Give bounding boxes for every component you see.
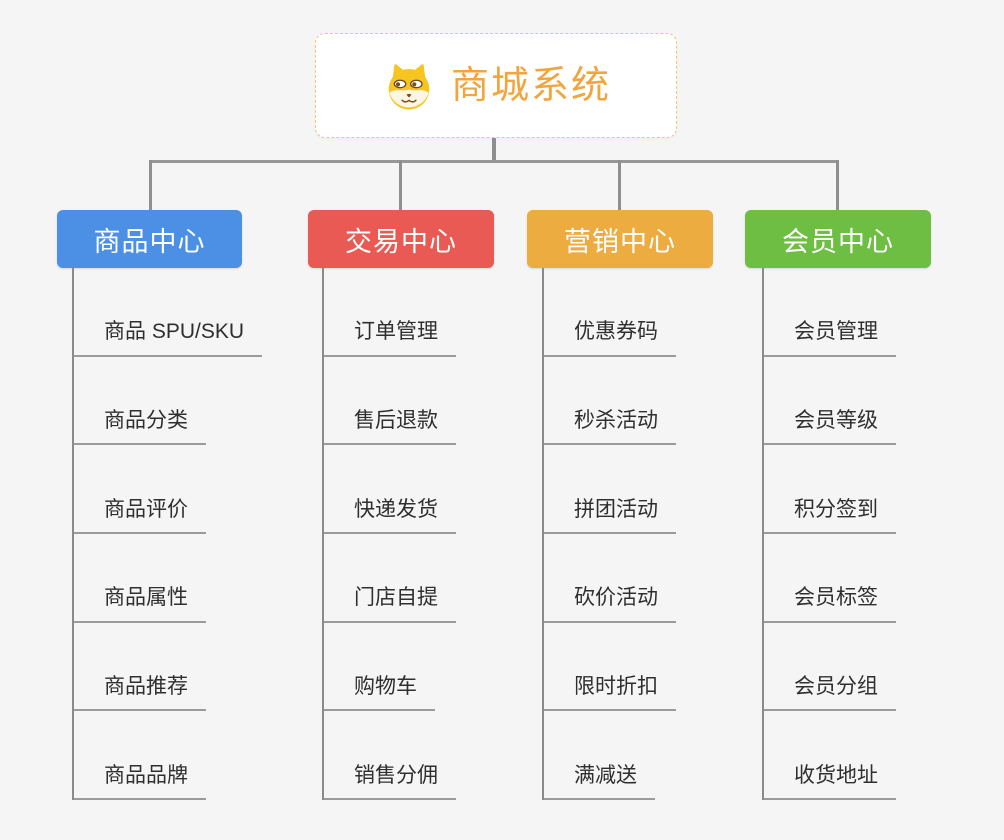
root-node-mall-system[interactable]: 商城系统 <box>315 33 677 138</box>
branch-trunk-member: 会员管理 会员等级 积分签到 会员标签 会员分组 收货地址 <box>762 268 1004 800</box>
leaf-node[interactable]: 售后退款 <box>324 408 456 446</box>
leaf-node[interactable]: 快递发货 <box>324 497 456 534</box>
leaf-node[interactable]: 门店自提 <box>324 585 456 623</box>
leaf-node[interactable]: 优惠券码 <box>544 319 676 357</box>
leaf-node[interactable]: 销售分佣 <box>324 763 456 800</box>
branch-trunk-marketing: 优惠券码 秒杀活动 拼团活动 砍价活动 限时折扣 满减送 <box>542 268 804 800</box>
leaf-node[interactable]: 会员标签 <box>764 585 896 623</box>
branch-label: 营销中心 <box>564 226 676 257</box>
connector-drop <box>399 160 402 210</box>
branch-label: 商品中心 <box>93 226 206 257</box>
leaf-node[interactable]: 商品属性 <box>74 585 206 623</box>
leaf-node[interactable]: 商品推荐 <box>74 674 206 712</box>
connector-bus <box>149 160 839 163</box>
shiba-dog-icon <box>388 63 430 110</box>
branch-node-marketing-center[interactable]: 营销中心 <box>527 210 713 268</box>
leaf-node[interactable]: 砍价活动 <box>544 585 676 623</box>
branch-trunk-trade: 订单管理 售后退款 快递发货 门店自提 购物车 销售分佣 <box>322 268 584 800</box>
leaf-node[interactable]: 会员分组 <box>764 674 896 712</box>
branch-node-member-center[interactable]: 会员中心 <box>745 210 931 268</box>
branch-label: 会员中心 <box>782 226 894 257</box>
branch-node-product-center[interactable]: 商品中心 <box>57 210 242 268</box>
connector-stem <box>492 138 496 162</box>
leaf-node[interactable]: 积分签到 <box>764 497 896 534</box>
leaf-node[interactable]: 订单管理 <box>324 319 456 357</box>
leaf-node[interactable]: 收货地址 <box>764 763 896 800</box>
leaf-node[interactable]: 商品评价 <box>74 497 206 534</box>
leaf-node[interactable]: 商品 SPU/SKU <box>74 319 263 357</box>
root-title: 商城系统 <box>450 64 611 107</box>
leaf-node[interactable]: 商品分类 <box>74 408 206 446</box>
branch-node-trade-center[interactable]: 交易中心 <box>308 210 494 268</box>
leaf-node[interactable]: 拼团活动 <box>544 497 676 534</box>
leaf-node[interactable]: 满减送 <box>544 763 655 800</box>
connector-drop <box>618 160 621 210</box>
leaf-node[interactable]: 限时折扣 <box>544 674 676 712</box>
leaf-node[interactable]: 会员管理 <box>764 319 896 357</box>
leaf-node[interactable]: 会员等级 <box>764 408 896 446</box>
branch-trunk-product: 商品 SPU/SKU 商品分类 商品评价 商品属性 商品推荐 商品品牌 <box>72 268 334 800</box>
leaf-node[interactable]: 秒杀活动 <box>544 408 676 446</box>
leaf-node[interactable]: 购物车 <box>324 674 435 712</box>
branch-label: 交易中心 <box>345 226 457 257</box>
connector-drop <box>836 160 839 210</box>
connector-drop <box>149 160 152 210</box>
leaf-node[interactable]: 商品品牌 <box>74 763 206 800</box>
